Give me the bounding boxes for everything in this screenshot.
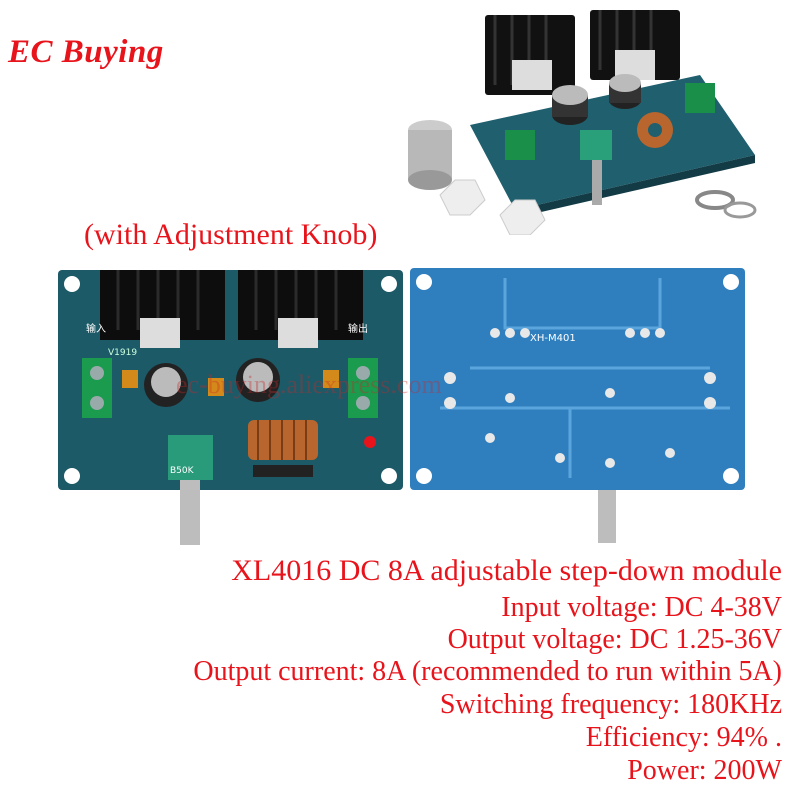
back-model-label: XH-M401	[530, 333, 576, 344]
input-label: 输入	[86, 322, 106, 335]
spec-switching-frequency: Switching frequency: 180KHz	[439, 689, 782, 720]
spec-input-voltage: Input voltage: DC 4-38V	[501, 592, 782, 623]
spec-power: Power: 200W	[627, 755, 782, 786]
board-back-photo: XH-M401	[410, 268, 745, 543]
knob-caption: (with Adjustment Knob)	[84, 218, 378, 251]
board-front-photo: 输入 输出 V1919 B50K	[58, 270, 403, 545]
spec-output-current: Output current: 8A (recommended to run w…	[193, 656, 782, 687]
spec-output-voltage: Output voltage: DC 1.25-36V	[447, 624, 782, 655]
front-model-label: V1919	[108, 348, 137, 358]
watermark: ec-buying.aliexpress.com	[176, 370, 442, 399]
spec-title: XL4016 DC 8A adjustable step-down module	[231, 554, 782, 587]
brand-logo: EC Buying	[8, 34, 164, 70]
output-label: 输出	[348, 322, 368, 335]
pot-label: B50K	[170, 466, 195, 476]
product-photo-3d	[408, 10, 757, 235]
spec-efficiency: Efficiency: 94% .	[585, 722, 782, 753]
